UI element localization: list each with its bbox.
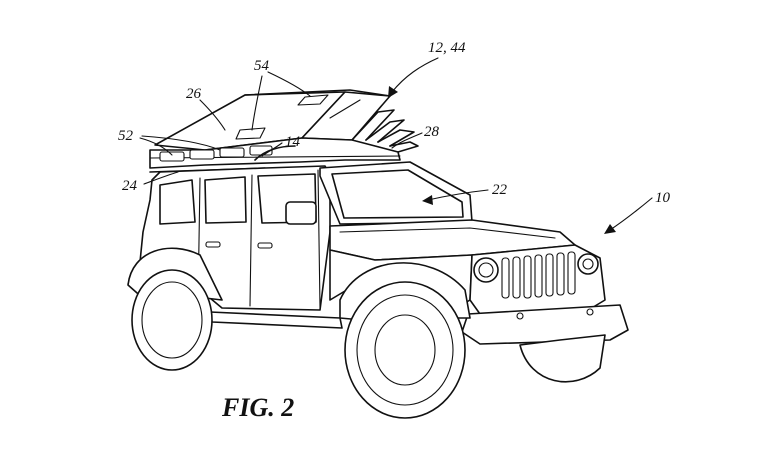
roof-enclosure: [149, 89, 419, 173]
reference-labels: 12, 44 54 26 52 14 28 24 22 10: [118, 40, 671, 206]
label-26: 26: [186, 86, 202, 102]
label-28: 28: [424, 124, 440, 140]
label-14: 14: [285, 134, 301, 150]
grille-slots: [501, 251, 576, 299]
sensor-54-upper: [297, 94, 329, 106]
headlight-right: [577, 253, 599, 275]
label-54: 54: [254, 58, 270, 74]
leader-lines: [139, 57, 653, 234]
headlight-left: [473, 257, 499, 283]
label-24: 24: [122, 178, 138, 194]
far-front-wheel: [519, 334, 606, 383]
label-10: 10: [655, 190, 671, 206]
label-12-44: 12, 44: [428, 40, 466, 56]
sensor-54-lower: [235, 127, 266, 140]
rear-wheel: [131, 269, 213, 371]
front-wheel: [344, 281, 466, 419]
figure-caption: FIG. 2: [221, 393, 294, 422]
label-22: 22: [492, 182, 508, 198]
wheels: [131, 269, 606, 419]
label-52: 52: [118, 128, 134, 144]
